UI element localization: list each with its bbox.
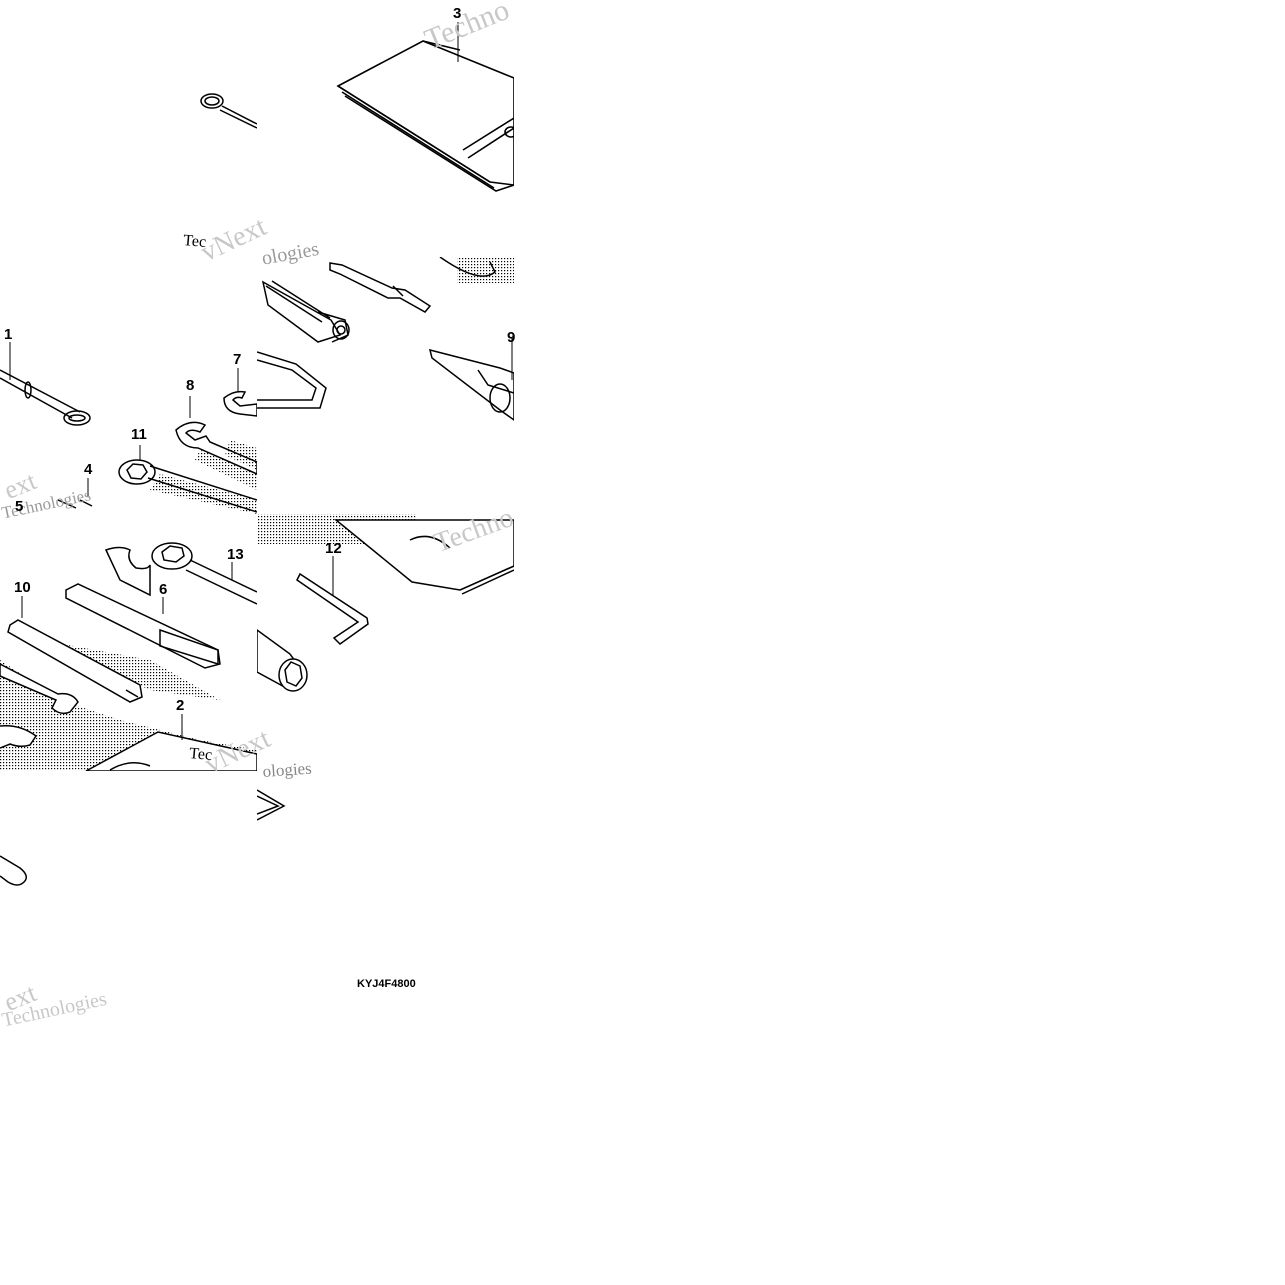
- flat-tool-group: [0, 542, 257, 771]
- callout-2: 2: [176, 697, 185, 714]
- callout-9: 9: [507, 329, 516, 346]
- callout-12: 12: [325, 540, 342, 557]
- wire-loop-end: [200, 93, 224, 109]
- callout-13: 13: [227, 546, 244, 563]
- callout-1: 1: [4, 326, 13, 343]
- callout-5: 5: [15, 498, 24, 515]
- callout-3: 3: [453, 5, 462, 22]
- diagram-code: KYJ4F4800: [357, 978, 416, 990]
- callout-8: 8: [186, 377, 195, 394]
- tool-bag: [336, 22, 514, 192]
- callout-6: 6: [159, 581, 168, 598]
- booklet-corner: [257, 789, 286, 821]
- tile-top-left: [200, 93, 257, 129]
- hex-key-group: [257, 514, 514, 692]
- screwdriver-group: [257, 257, 514, 421]
- wrench-group: [0, 342, 257, 514]
- wrench-end: [0, 855, 27, 886]
- callout-4: 4: [84, 461, 93, 478]
- callout-11: 11: [131, 426, 147, 443]
- callout-10: 10: [14, 579, 31, 596]
- callout-7: 7: [233, 351, 242, 368]
